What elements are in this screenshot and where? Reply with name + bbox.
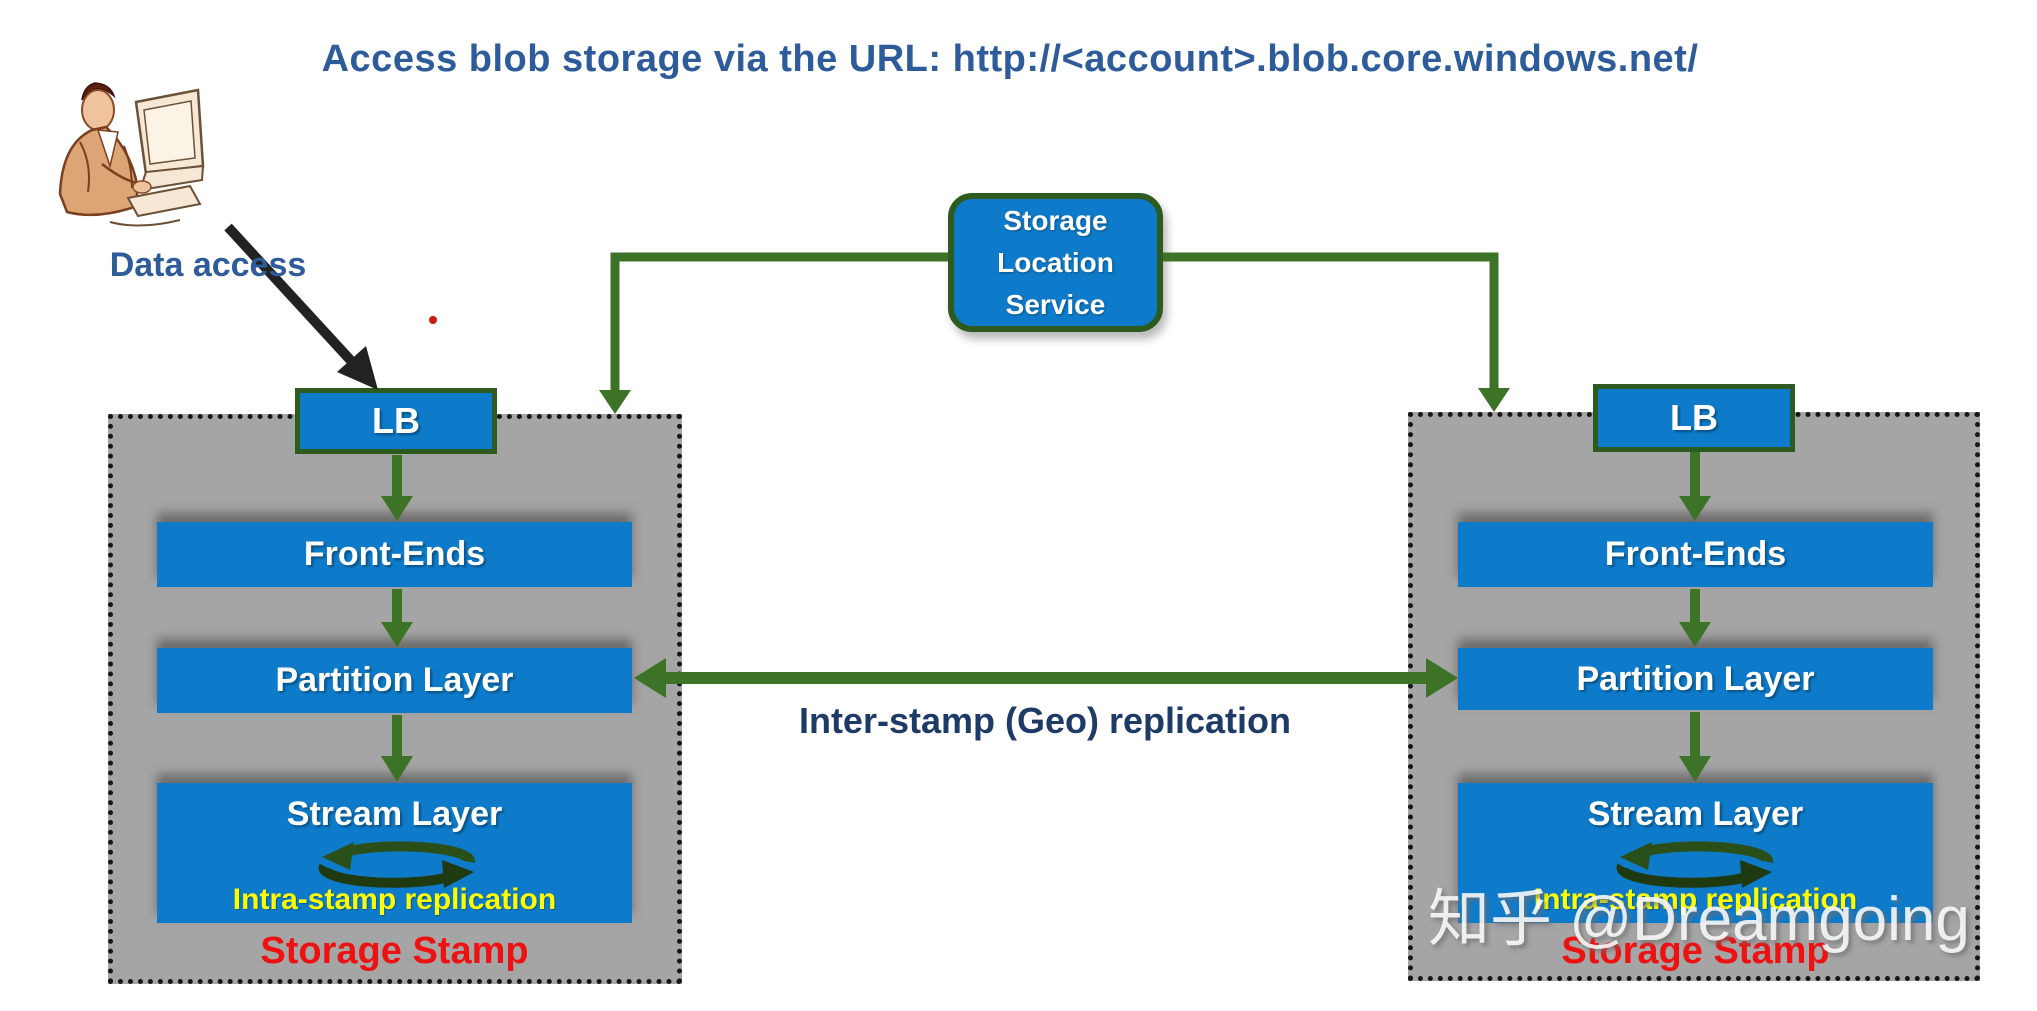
lb-box-right: LB bbox=[1593, 384, 1795, 452]
storage-stamp-caption-right: Storage Stamp bbox=[1561, 930, 1830, 972]
storage-location-service-box: Storage Location Service bbox=[948, 193, 1163, 332]
stream-layer-box-left: Stream Layer Intra-stamp replication bbox=[157, 783, 632, 923]
page-title: Access blob storage via the URL: http://… bbox=[321, 38, 1699, 80]
person-at-computer-icon bbox=[58, 82, 205, 227]
front-ends-box-right: Front-Ends bbox=[1458, 522, 1933, 587]
stream-layer-label-right: Stream Layer bbox=[1587, 795, 1804, 833]
partition-layer-box-right: Partition Layer bbox=[1458, 648, 1933, 710]
watermark: 知乎 @Dreamgoing bbox=[1428, 885, 1970, 954]
intra-stamp-replication-label-left: Intra-stamp replication bbox=[232, 883, 557, 916]
sls-line1: Storage bbox=[1003, 204, 1108, 236]
lb-box-left: LB bbox=[295, 388, 497, 454]
red-dot-marker bbox=[429, 316, 437, 324]
sls-to-left-stamp-connector bbox=[599, 252, 948, 414]
sls-line2: Location bbox=[997, 246, 1114, 278]
intra-stamp-replication-label-right: Intra-stamp replication bbox=[1533, 883, 1858, 916]
partition-layer-box-left: Partition Layer bbox=[157, 648, 632, 713]
storage-stamp-caption-left: Storage Stamp bbox=[260, 930, 529, 972]
data-access-label: Data access bbox=[109, 246, 307, 284]
sls-line3: Service bbox=[1005, 288, 1106, 320]
front-ends-box-left: Front-Ends bbox=[157, 522, 632, 587]
sls-to-right-stamp-connector bbox=[1163, 252, 1510, 412]
stream-layer-label-left: Stream Layer bbox=[286, 795, 503, 833]
inter-stamp-replication-label: Inter-stamp (Geo) replication bbox=[798, 700, 1292, 741]
inter-stamp-replication-arrow bbox=[634, 658, 1458, 698]
